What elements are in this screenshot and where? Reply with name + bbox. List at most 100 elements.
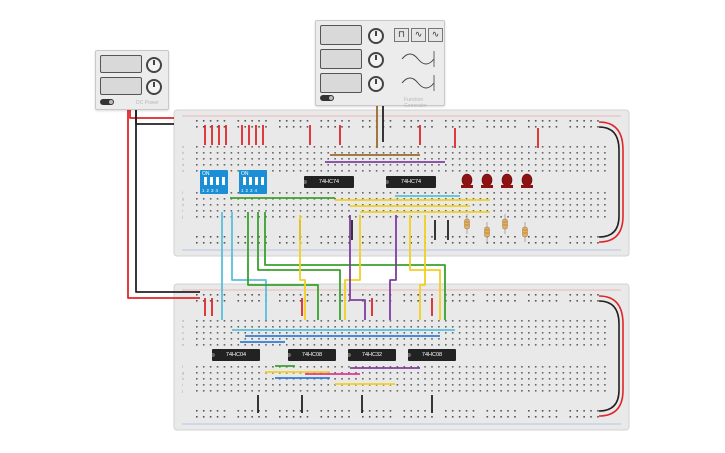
breadboard-hole[interactable] — [451, 416, 454, 418]
breadboard-hole[interactable] — [279, 326, 281, 328]
breadboard-hole[interactable] — [431, 120, 433, 122]
breadboard-hole[interactable] — [382, 236, 385, 238]
breadboard-hole[interactable] — [327, 384, 330, 386]
breadboard-hole[interactable] — [479, 146, 482, 148]
breadboard-hole[interactable] — [590, 366, 592, 368]
breadboard-hole[interactable] — [313, 146, 316, 148]
breadboard-hole[interactable] — [465, 204, 468, 206]
breadboard-hole[interactable] — [583, 146, 585, 148]
breadboard-hole[interactable] — [576, 372, 579, 374]
breadboard-hole[interactable] — [244, 236, 247, 238]
breadboard-hole[interactable] — [555, 294, 558, 296]
breadboard-hole[interactable] — [368, 126, 371, 128]
breadboard-hole[interactable] — [569, 120, 572, 122]
breadboard-hole[interactable] — [486, 158, 489, 160]
breadboard-hole[interactable] — [320, 344, 323, 346]
breadboard-hole[interactable] — [445, 126, 447, 128]
breadboard-hole[interactable] — [562, 384, 565, 386]
breadboard-hole[interactable] — [555, 320, 558, 322]
breadboard-hole[interactable] — [424, 332, 426, 334]
breadboard-hole[interactable] — [597, 204, 599, 206]
breadboard-hole[interactable] — [327, 242, 330, 244]
breadboard-hole[interactable] — [265, 378, 267, 380]
breadboard-hole[interactable] — [445, 152, 447, 154]
breadboard-hole[interactable] — [410, 338, 413, 340]
breadboard-hole[interactable] — [472, 384, 475, 386]
breadboard-hole[interactable] — [424, 192, 426, 194]
breadboard-hole[interactable] — [196, 158, 198, 160]
dip-key[interactable] — [249, 177, 252, 185]
breadboard-hole[interactable] — [265, 210, 267, 212]
breadboard-hole[interactable] — [327, 390, 330, 392]
breadboard-hole[interactable] — [382, 152, 385, 154]
breadboard-hole[interactable] — [500, 198, 502, 200]
breadboard-hole[interactable] — [306, 236, 309, 238]
breadboard-hole[interactable] — [576, 294, 579, 296]
breadboard-hole[interactable] — [597, 326, 599, 328]
breadboard-hole[interactable] — [244, 384, 247, 386]
breadboard-hole[interactable] — [451, 326, 454, 328]
breadboard-hole[interactable] — [514, 390, 516, 392]
breadboard-hole[interactable] — [285, 216, 288, 218]
breadboard-hole[interactable] — [279, 410, 281, 412]
breadboard-hole[interactable] — [486, 126, 489, 128]
breadboard-hole[interactable] — [521, 390, 523, 392]
breadboard-hole[interactable] — [244, 126, 247, 128]
breadboard-hole[interactable] — [458, 366, 461, 368]
breadboard-hole[interactable] — [279, 158, 281, 160]
breadboard-hole[interactable] — [541, 242, 544, 244]
breadboard-hole[interactable] — [548, 416, 551, 418]
breadboard-hole[interactable] — [507, 372, 509, 374]
breadboard-hole[interactable] — [458, 338, 461, 340]
breadboard-hole[interactable] — [410, 384, 413, 386]
breadboard-hole[interactable] — [299, 192, 302, 194]
breadboard-hole[interactable] — [216, 344, 219, 346]
breadboard-hole[interactable] — [431, 332, 433, 334]
breadboard-hole[interactable] — [292, 120, 295, 122]
breadboard-hole[interactable] — [389, 366, 392, 368]
breadboard-hole[interactable] — [486, 210, 489, 212]
breadboard-hole[interactable] — [251, 378, 253, 380]
breadboard-hole[interactable] — [320, 384, 323, 386]
breadboard-hole[interactable] — [445, 198, 447, 200]
breadboard-hole[interactable] — [451, 344, 454, 346]
breadboard-hole[interactable] — [216, 410, 219, 412]
breadboard-hole[interactable] — [348, 242, 350, 244]
breadboard-hole[interactable] — [486, 326, 489, 328]
breadboard-hole[interactable] — [341, 152, 343, 154]
breadboard-hole[interactable] — [209, 294, 212, 296]
breadboard-hole[interactable] — [389, 204, 392, 206]
breadboard-hole[interactable] — [417, 126, 419, 128]
breadboard-hole[interactable] — [403, 384, 406, 386]
breadboard-hole[interactable] — [237, 126, 240, 128]
breadboard-hole[interactable] — [258, 216, 260, 218]
breadboard-hole[interactable] — [458, 146, 461, 148]
breadboard-hole[interactable] — [341, 378, 343, 380]
breadboard-hole[interactable] — [292, 384, 295, 386]
breadboard-hole[interactable] — [548, 120, 551, 122]
breadboard-hole[interactable] — [479, 390, 482, 392]
breadboard-hole[interactable] — [534, 210, 537, 212]
breadboard-hole[interactable] — [375, 204, 378, 206]
breadboard-hole[interactable] — [258, 416, 260, 418]
breadboard-hole[interactable] — [292, 216, 295, 218]
breadboard-hole[interactable] — [396, 344, 399, 346]
breadboard-hole[interactable] — [417, 164, 419, 166]
breadboard-hole[interactable] — [493, 390, 496, 392]
breadboard-hole[interactable] — [555, 366, 558, 368]
breadboard-hole[interactable] — [389, 164, 392, 166]
breadboard-hole[interactable] — [514, 216, 516, 218]
breadboard-hole[interactable] — [237, 372, 240, 374]
breadboard-hole[interactable] — [368, 300, 371, 302]
breadboard-hole[interactable] — [465, 326, 468, 328]
breadboard-hole[interactable] — [472, 204, 475, 206]
breadboard-hole[interactable] — [548, 372, 551, 374]
breadboard-hole[interactable] — [237, 192, 240, 194]
breadboard-hole[interactable] — [424, 158, 426, 160]
breadboard-hole[interactable] — [451, 120, 454, 122]
breadboard-hole[interactable] — [528, 210, 530, 212]
breadboard-hole[interactable] — [396, 198, 399, 200]
dip-switch-1[interactable]: ON 1234 — [200, 170, 228, 194]
breadboard-hole[interactable] — [237, 338, 240, 340]
breadboard-hole[interactable] — [285, 344, 288, 346]
